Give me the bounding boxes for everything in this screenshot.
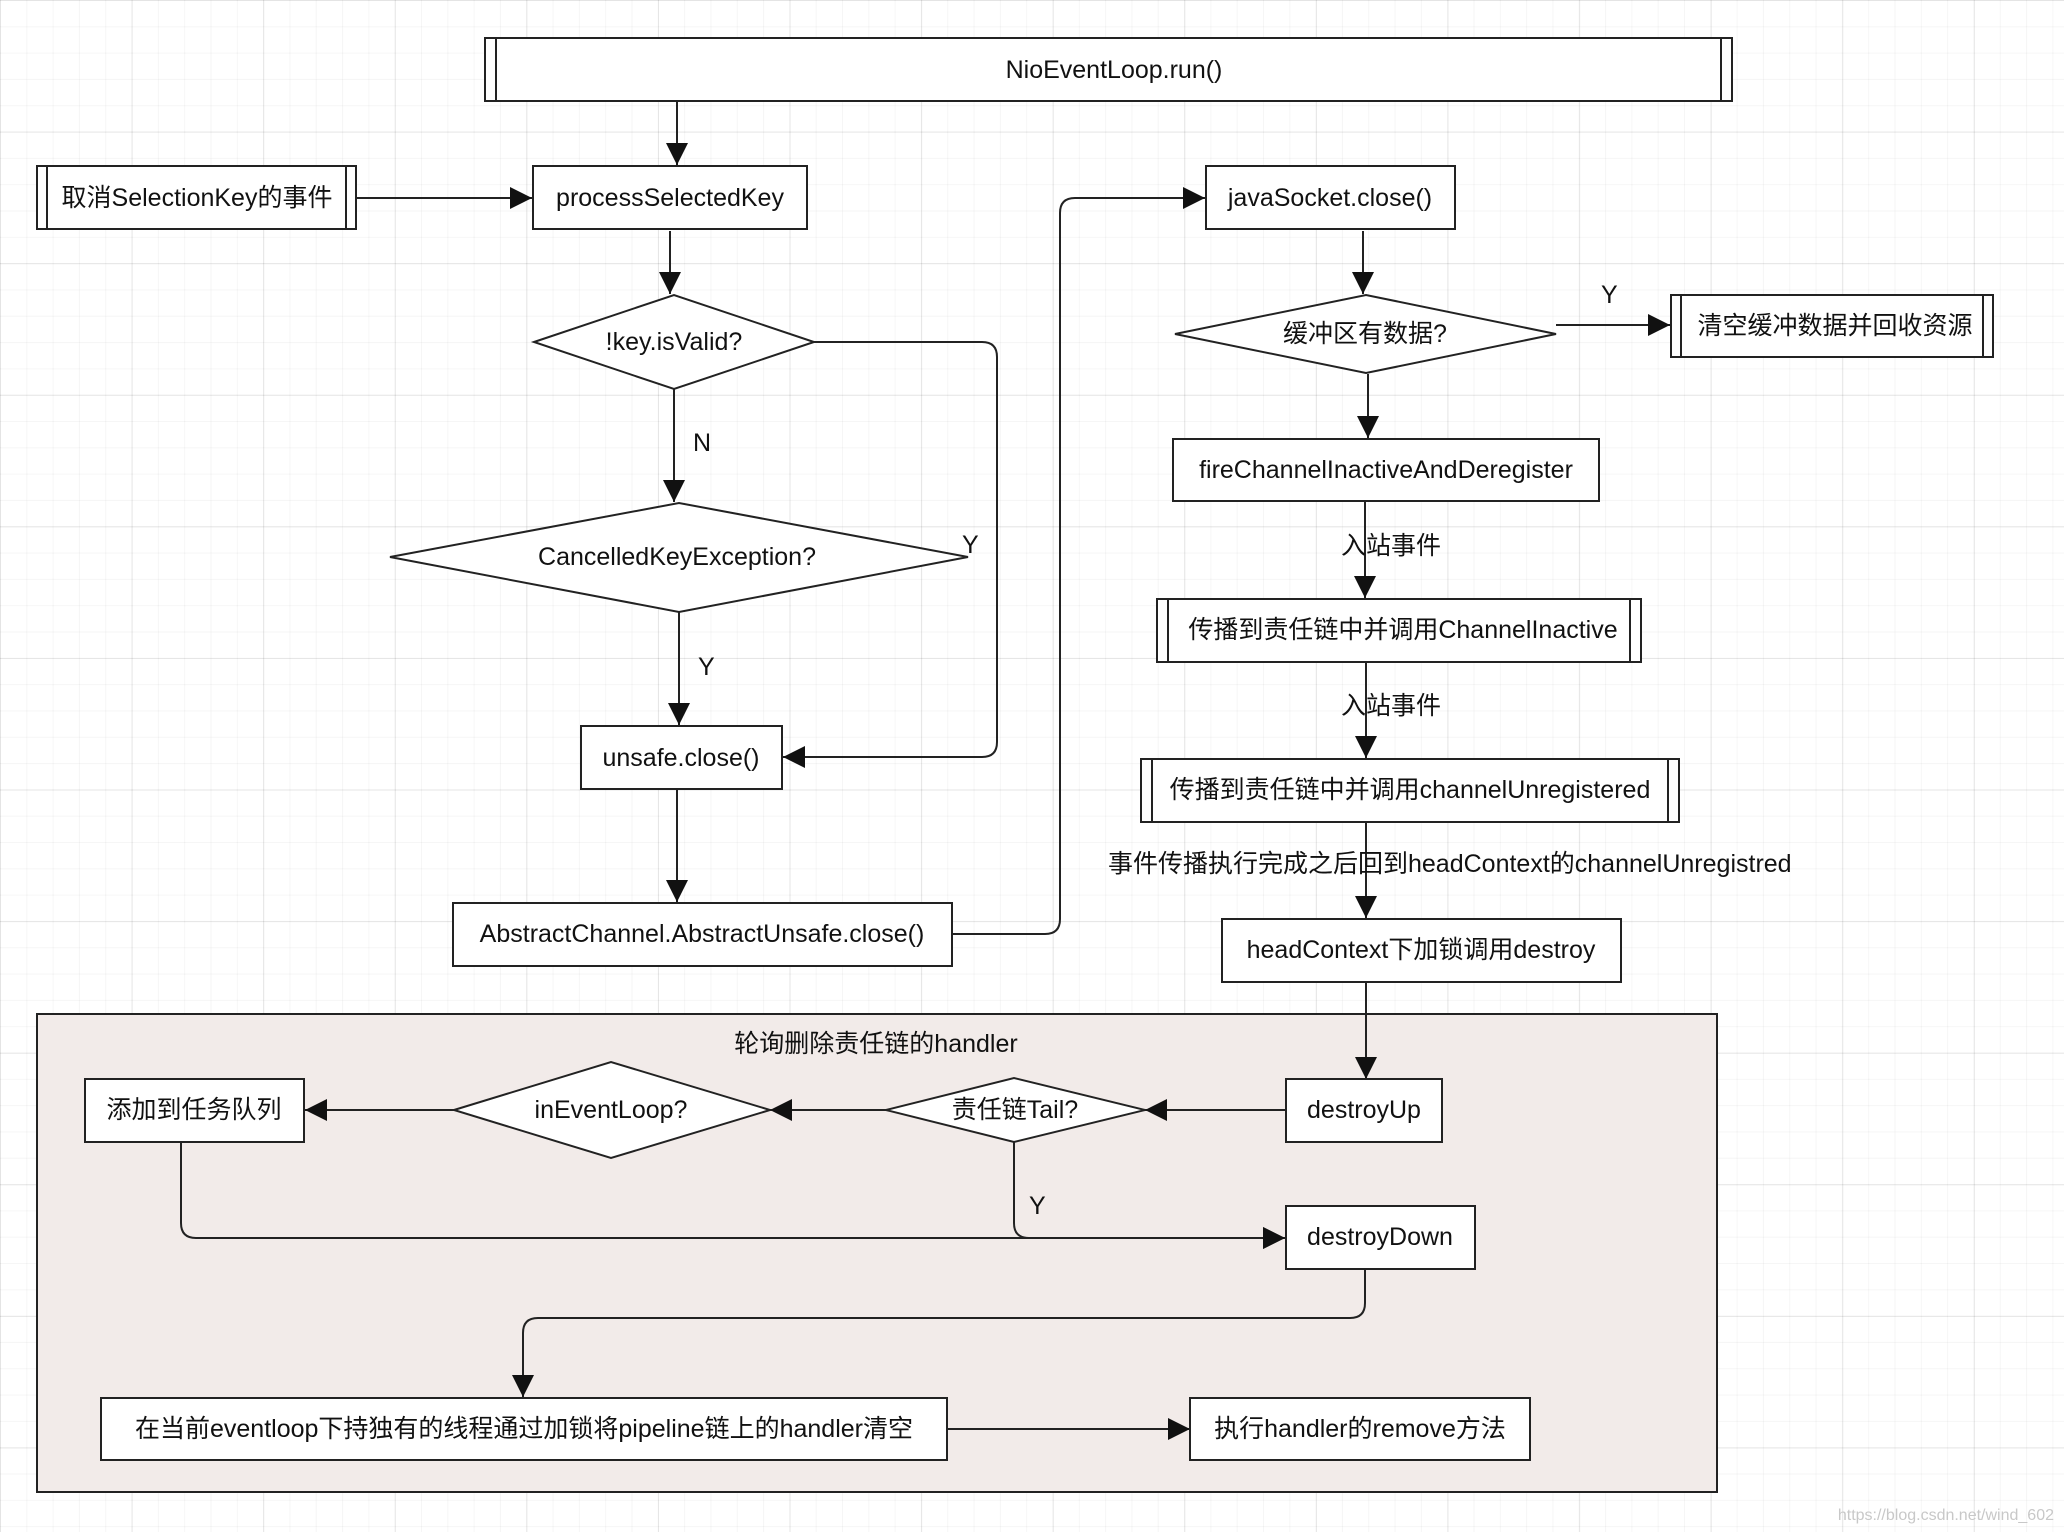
node-clear-buffer[interactable]: 清空缓冲数据并回收资源: [1670, 294, 1994, 358]
node-clear-pipeline[interactable]: 在当前eventloop下持独有的线程通过加锁将pipeline链上的handl…: [100, 1397, 948, 1461]
edge-label-key-valid-yes: Y: [962, 531, 979, 559]
node-execute-remove[interactable]: 执行handler的remove方法: [1189, 1397, 1531, 1461]
in-event-loop-label: inEventLoop?: [535, 1096, 688, 1124]
edge-keyvalid-to-unsafe: [783, 341, 998, 768]
propagate-channel-unregistered-label: 传播到责任链中并调用channelUnregistered: [1170, 776, 1651, 804]
key-is-valid-label: !key.isValid?: [606, 328, 743, 356]
process-selected-key-label: processSelectedKey: [556, 184, 784, 212]
node-destroy-up[interactable]: destroyUp: [1285, 1078, 1443, 1143]
node-unsafe-close[interactable]: unsafe.close(): [580, 725, 783, 790]
edge-tail-to-destroydown: [1013, 1142, 1285, 1249]
edge-label-buffer-yes: Y: [1601, 281, 1618, 309]
edge-label-key-valid-no: N: [693, 429, 711, 457]
node-nio-run[interactable]: NioEventLoop.run(): [484, 37, 1733, 102]
node-in-event-loop[interactable]: inEventLoop?: [450, 1060, 774, 1160]
edge-label-propagation-done: 事件传播执行完成之后回到headContext的channelUnregistr…: [1108, 850, 1792, 878]
node-key-is-valid[interactable]: !key.isValid?: [530, 293, 818, 391]
destroy-up-label: destroyUp: [1307, 1096, 1421, 1124]
clear-buffer-label: 清空缓冲数据并回收资源: [1697, 312, 1972, 340]
fire-inactive-deregister-label: fireChannelInactiveAndDeregister: [1199, 456, 1573, 484]
edge-label-tail-yes: Y: [1029, 1192, 1046, 1220]
cancelled-key-exception-label: CancelledKeyException?: [538, 543, 816, 571]
edges: [180, 102, 1670, 1440]
unsafe-close-label: unsafe.close(): [602, 744, 759, 772]
edge-label-inbound-1: 入站事件: [1341, 532, 1441, 560]
abstract-unsafe-close-label: AbstractChannel.AbstractUnsafe.close(): [480, 920, 925, 948]
node-propagate-channel-unregistered[interactable]: 传播到责任链中并调用channelUnregistered: [1140, 758, 1680, 823]
node-buffer-has-data[interactable]: 缓冲区有数据?: [1174, 293, 1557, 375]
add-task-queue-label: 添加到任务队列: [106, 1096, 281, 1124]
edge-label-inbound-2: 入站事件: [1341, 692, 1441, 720]
head-context-destroy-label: headContext下加锁调用destroy: [1247, 936, 1596, 964]
node-chain-tail[interactable]: 责任链Tail?: [885, 1076, 1146, 1144]
cancel-key-event-label: 取消SelectionKey的事件: [62, 184, 333, 212]
chain-tail-label: 责任链Tail?: [952, 1096, 1078, 1124]
group-title: 轮询删除责任链的handler: [734, 1030, 1017, 1058]
destroy-down-label: destroyDown: [1307, 1223, 1453, 1251]
execute-remove-label: 执行handler的remove方法: [1214, 1415, 1506, 1443]
edge-destroydown-to-clear: [512, 1270, 1366, 1397]
clear-pipeline-label: 在当前eventloop下持独有的线程通过加锁将pipeline链上的handl…: [135, 1415, 913, 1443]
node-destroy-down[interactable]: destroyDown: [1285, 1205, 1476, 1270]
buffer-has-data-label: 缓冲区有数据?: [1283, 320, 1447, 348]
node-add-task-queue[interactable]: 添加到任务队列: [84, 1078, 305, 1143]
node-cancelled-key-exception[interactable]: CancelledKeyException?: [389, 501, 969, 614]
edge-label-cancelled-yes: Y: [698, 653, 715, 681]
node-cancel-key-event[interactable]: 取消SelectionKey的事件: [36, 165, 357, 230]
node-head-context-destroy[interactable]: headContext下加锁调用destroy: [1221, 918, 1622, 983]
nio-run-label: NioEventLoop.run(): [1006, 56, 1223, 84]
java-socket-close-label: javaSocket.close(): [1227, 184, 1432, 212]
watermark: https://blog.csdn.net/wind_602: [1838, 1507, 2054, 1524]
node-propagate-channel-inactive[interactable]: 传播到责任链中并调用ChannelInactive: [1156, 598, 1642, 663]
propagate-channel-inactive-label: 传播到责任链中并调用ChannelInactive: [1188, 616, 1617, 644]
node-fire-inactive-deregister[interactable]: fireChannelInactiveAndDeregister: [1172, 438, 1600, 502]
node-process-selected-key[interactable]: processSelectedKey: [532, 165, 808, 230]
node-java-socket-close[interactable]: javaSocket.close(): [1205, 165, 1456, 230]
edge-task-to-destroydown: [180, 1142, 1285, 1249]
node-abstract-unsafe-close[interactable]: AbstractChannel.AbstractUnsafe.close(): [452, 902, 953, 967]
edge-abstract-to-javasocket: [953, 187, 1205, 935]
